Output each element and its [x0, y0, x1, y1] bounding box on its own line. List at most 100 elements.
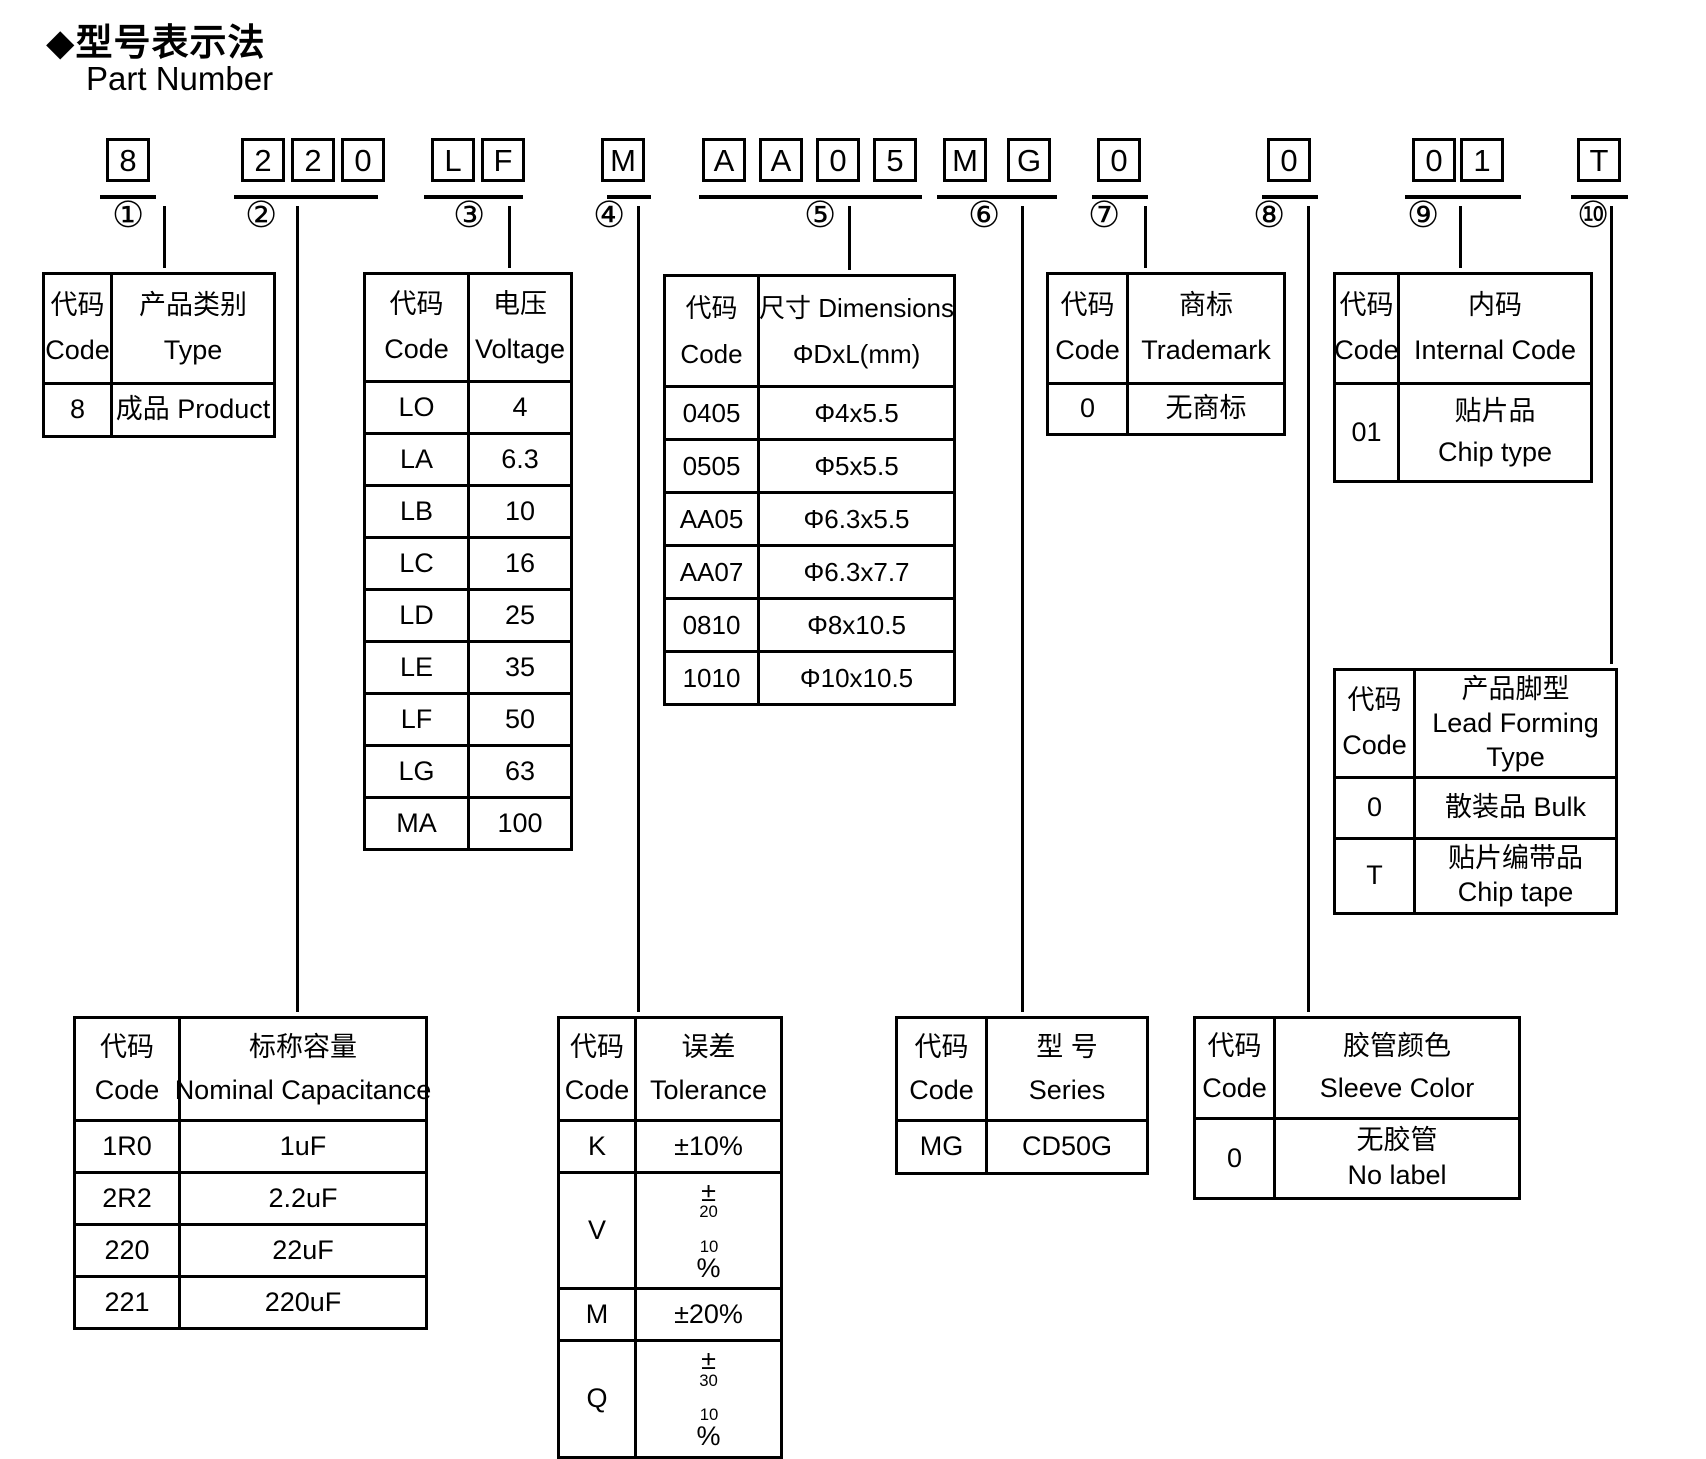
data-cell: Φ8x10.5	[807, 609, 906, 640]
group-number-6: ⑥	[968, 194, 1001, 235]
data-cell: 2R2	[76, 1174, 181, 1223]
data-cell: 25	[504, 599, 536, 630]
group-underline-5	[699, 195, 922, 199]
group-underline-4	[607, 195, 651, 199]
part-number-char-box: 8	[106, 138, 150, 182]
section-title-en: Part Number	[86, 60, 274, 97]
data-cell: 8	[45, 385, 113, 435]
data-cell: ±20%	[674, 1298, 743, 1329]
data-cell: 1010	[666, 653, 760, 703]
data-cell: LC	[366, 539, 470, 588]
group-number-8: ⑧	[1253, 194, 1286, 235]
data-cell: 220uF	[264, 1286, 342, 1317]
connector-line-6	[1021, 206, 1024, 1012]
data-cell: 1uF	[279, 1130, 327, 1161]
data-cell: 22uF	[272, 1234, 334, 1265]
table-row: K±10%	[560, 1122, 780, 1174]
group-underline-6	[937, 195, 1057, 199]
group-underline-7	[1092, 195, 1148, 199]
data-cell: 63	[504, 755, 536, 786]
pn-group-4: M	[601, 138, 645, 182]
part-number-char-box: G	[1007, 138, 1051, 182]
part-number-char-box: 5	[873, 138, 917, 182]
part-number-char-box: 0	[816, 138, 860, 182]
connector-line-5	[848, 206, 851, 270]
pn-group-10: T	[1577, 138, 1621, 182]
group-number-9: ⑨	[1407, 194, 1440, 235]
connector-line-2	[296, 206, 299, 1012]
data-cell: Φ4x5.5	[814, 397, 899, 428]
data-cell: MA	[366, 799, 470, 848]
data-cell: 散装品 Bulk	[1444, 792, 1587, 823]
part-number-char-box: L	[431, 138, 475, 182]
table-row: LD 25	[366, 591, 570, 643]
data-cell: Φ6.3x7.7	[803, 556, 910, 587]
data-cell: 50	[504, 703, 536, 734]
data-cell: 0405	[666, 388, 760, 438]
part-number-char-box: A	[702, 138, 746, 182]
group-number-10: ⑩	[1577, 194, 1610, 235]
data-cell: V	[560, 1174, 637, 1288]
group-underline-1	[100, 195, 156, 199]
data-cell: 2.2uF	[268, 1182, 338, 1213]
data-cell: Φ6.3x5.5	[803, 503, 910, 534]
data-cell: Φ5x5.5	[814, 450, 899, 481]
data-cell: 221	[76, 1278, 181, 1327]
part-number-char-box: 2	[291, 138, 335, 182]
data-cell: 0	[1049, 385, 1129, 433]
data-cell: 1R0	[76, 1122, 181, 1171]
pn-group-8: 0	[1267, 138, 1311, 182]
data-cell: 4	[512, 391, 528, 422]
group-underline-2	[234, 195, 378, 199]
connector-line-10	[1610, 206, 1613, 664]
data-cell: K	[560, 1122, 637, 1171]
group-underline-3	[424, 195, 523, 199]
part-number-char-box: 0	[1412, 138, 1456, 182]
data-cell: LD	[366, 591, 470, 640]
data-cell: 10	[504, 495, 536, 526]
data-cell: LG	[366, 747, 470, 796]
table-row: M±20%	[560, 1290, 780, 1343]
group-number-3: ③	[453, 194, 486, 235]
table-row: 221 220uF	[76, 1278, 425, 1327]
